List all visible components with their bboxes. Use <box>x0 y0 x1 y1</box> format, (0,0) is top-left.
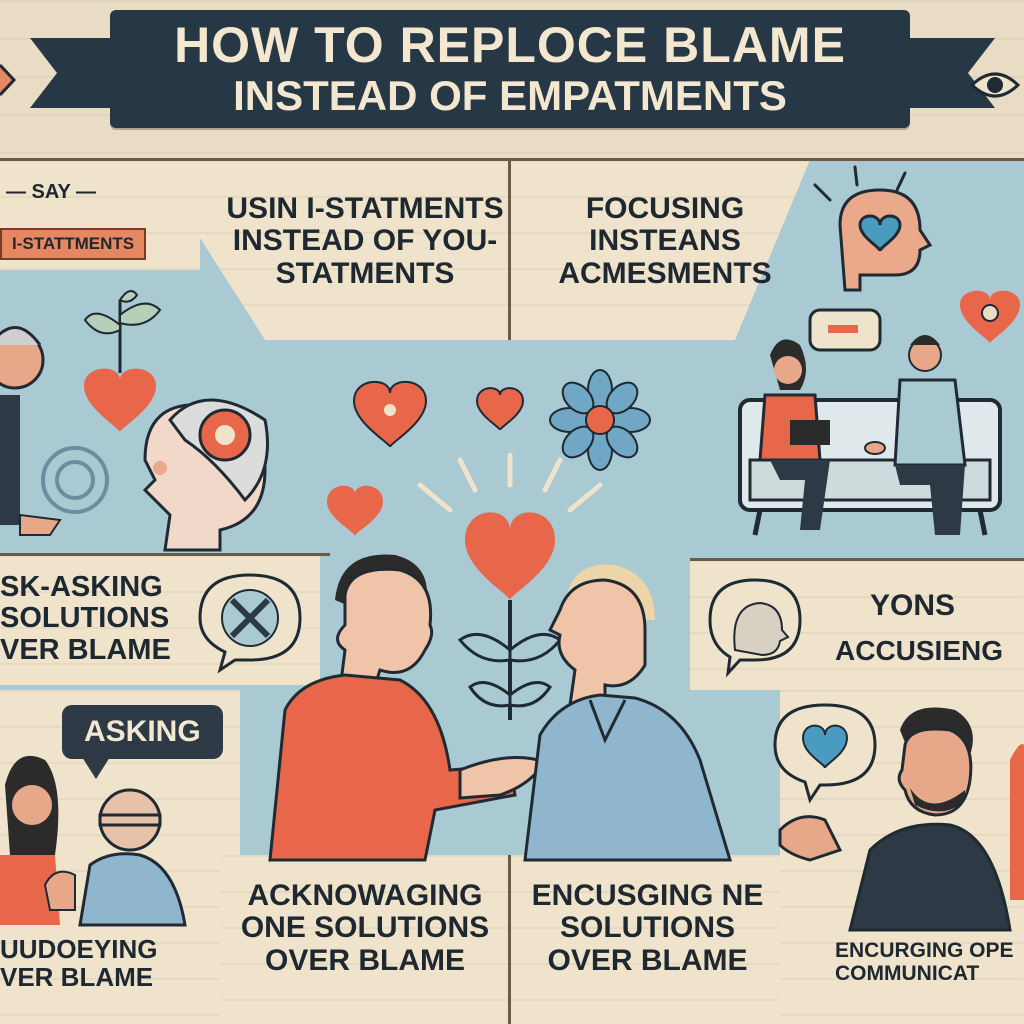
mid-left-heading: SK-ASKING SOLUTIONS VER BLAME <box>0 571 171 666</box>
flower-icon <box>549 369 651 471</box>
panel-top-right <box>510 160 810 340</box>
heart-icon-left <box>84 368 156 432</box>
divider-top-center <box>508 160 511 340</box>
bottom-right-heading: ENCURGING OPE COMMUNICAT <box>835 939 1014 985</box>
say-label: — SAY — <box>6 181 97 203</box>
panel-bottom-center <box>220 855 780 1024</box>
couple-on-sofa-illustration <box>738 308 1002 536</box>
top-right-heading: FOCUSING INSTEANS ACMESMENTS <box>558 192 772 290</box>
sprout-icon <box>83 290 162 373</box>
heart-icon-mid <box>327 485 383 536</box>
mid-right-heading-2: ACCUSIENG <box>835 635 1004 666</box>
person-left-edge <box>0 326 62 536</box>
page-title: HOW TO REPLOCE BLAME <box>174 17 846 73</box>
divider-top <box>0 158 1024 161</box>
bottom-center-left-heading: ACKNOWAGING ONE SOLUTIONS OVER BLAME <box>240 879 490 977</box>
title-banner <box>110 10 910 128</box>
bottom-center-right-heading: ENCUSGING NE SOLUTIONS OVER BLAME <box>531 879 764 977</box>
divider-mid-right <box>690 558 1024 561</box>
i-statements-tag: I-STATTMENTS <box>0 228 147 260</box>
heart-speech-icon <box>773 703 877 804</box>
top-center-heading: USIN I-STATMENTS INSTEAD OF YOU-STATMENT… <box>226 192 504 290</box>
older-couple-illustration <box>0 755 187 927</box>
two-men-facing-illustration <box>268 554 733 862</box>
mid-right-heading-1: YONS <box>870 589 956 622</box>
divider-bottom-center <box>508 855 511 1024</box>
eye-icon-left <box>0 63 17 97</box>
heart-icon-small <box>475 387 525 431</box>
cross-speech-icon <box>198 573 302 674</box>
head-speech-icon <box>708 578 802 678</box>
eye-icon <box>969 72 1021 98</box>
heart-icon <box>960 290 1020 343</box>
woman-profile-illustration <box>142 398 269 552</box>
bottom-left-heading: UUDOEYING VER BLAME <box>0 934 158 993</box>
page-subtitle: INSTEAD OF EMPATMENTS <box>233 72 787 119</box>
head-profile-icon <box>813 165 933 292</box>
heart-icon-center-left <box>352 380 428 448</box>
circle-emblem-icon <box>41 446 109 514</box>
bearded-man-illustration <box>778 707 1024 932</box>
asking-speech-bubble: ASKING <box>62 705 223 779</box>
divider-mid <box>0 553 330 556</box>
central-heart-sprout <box>417 452 603 720</box>
